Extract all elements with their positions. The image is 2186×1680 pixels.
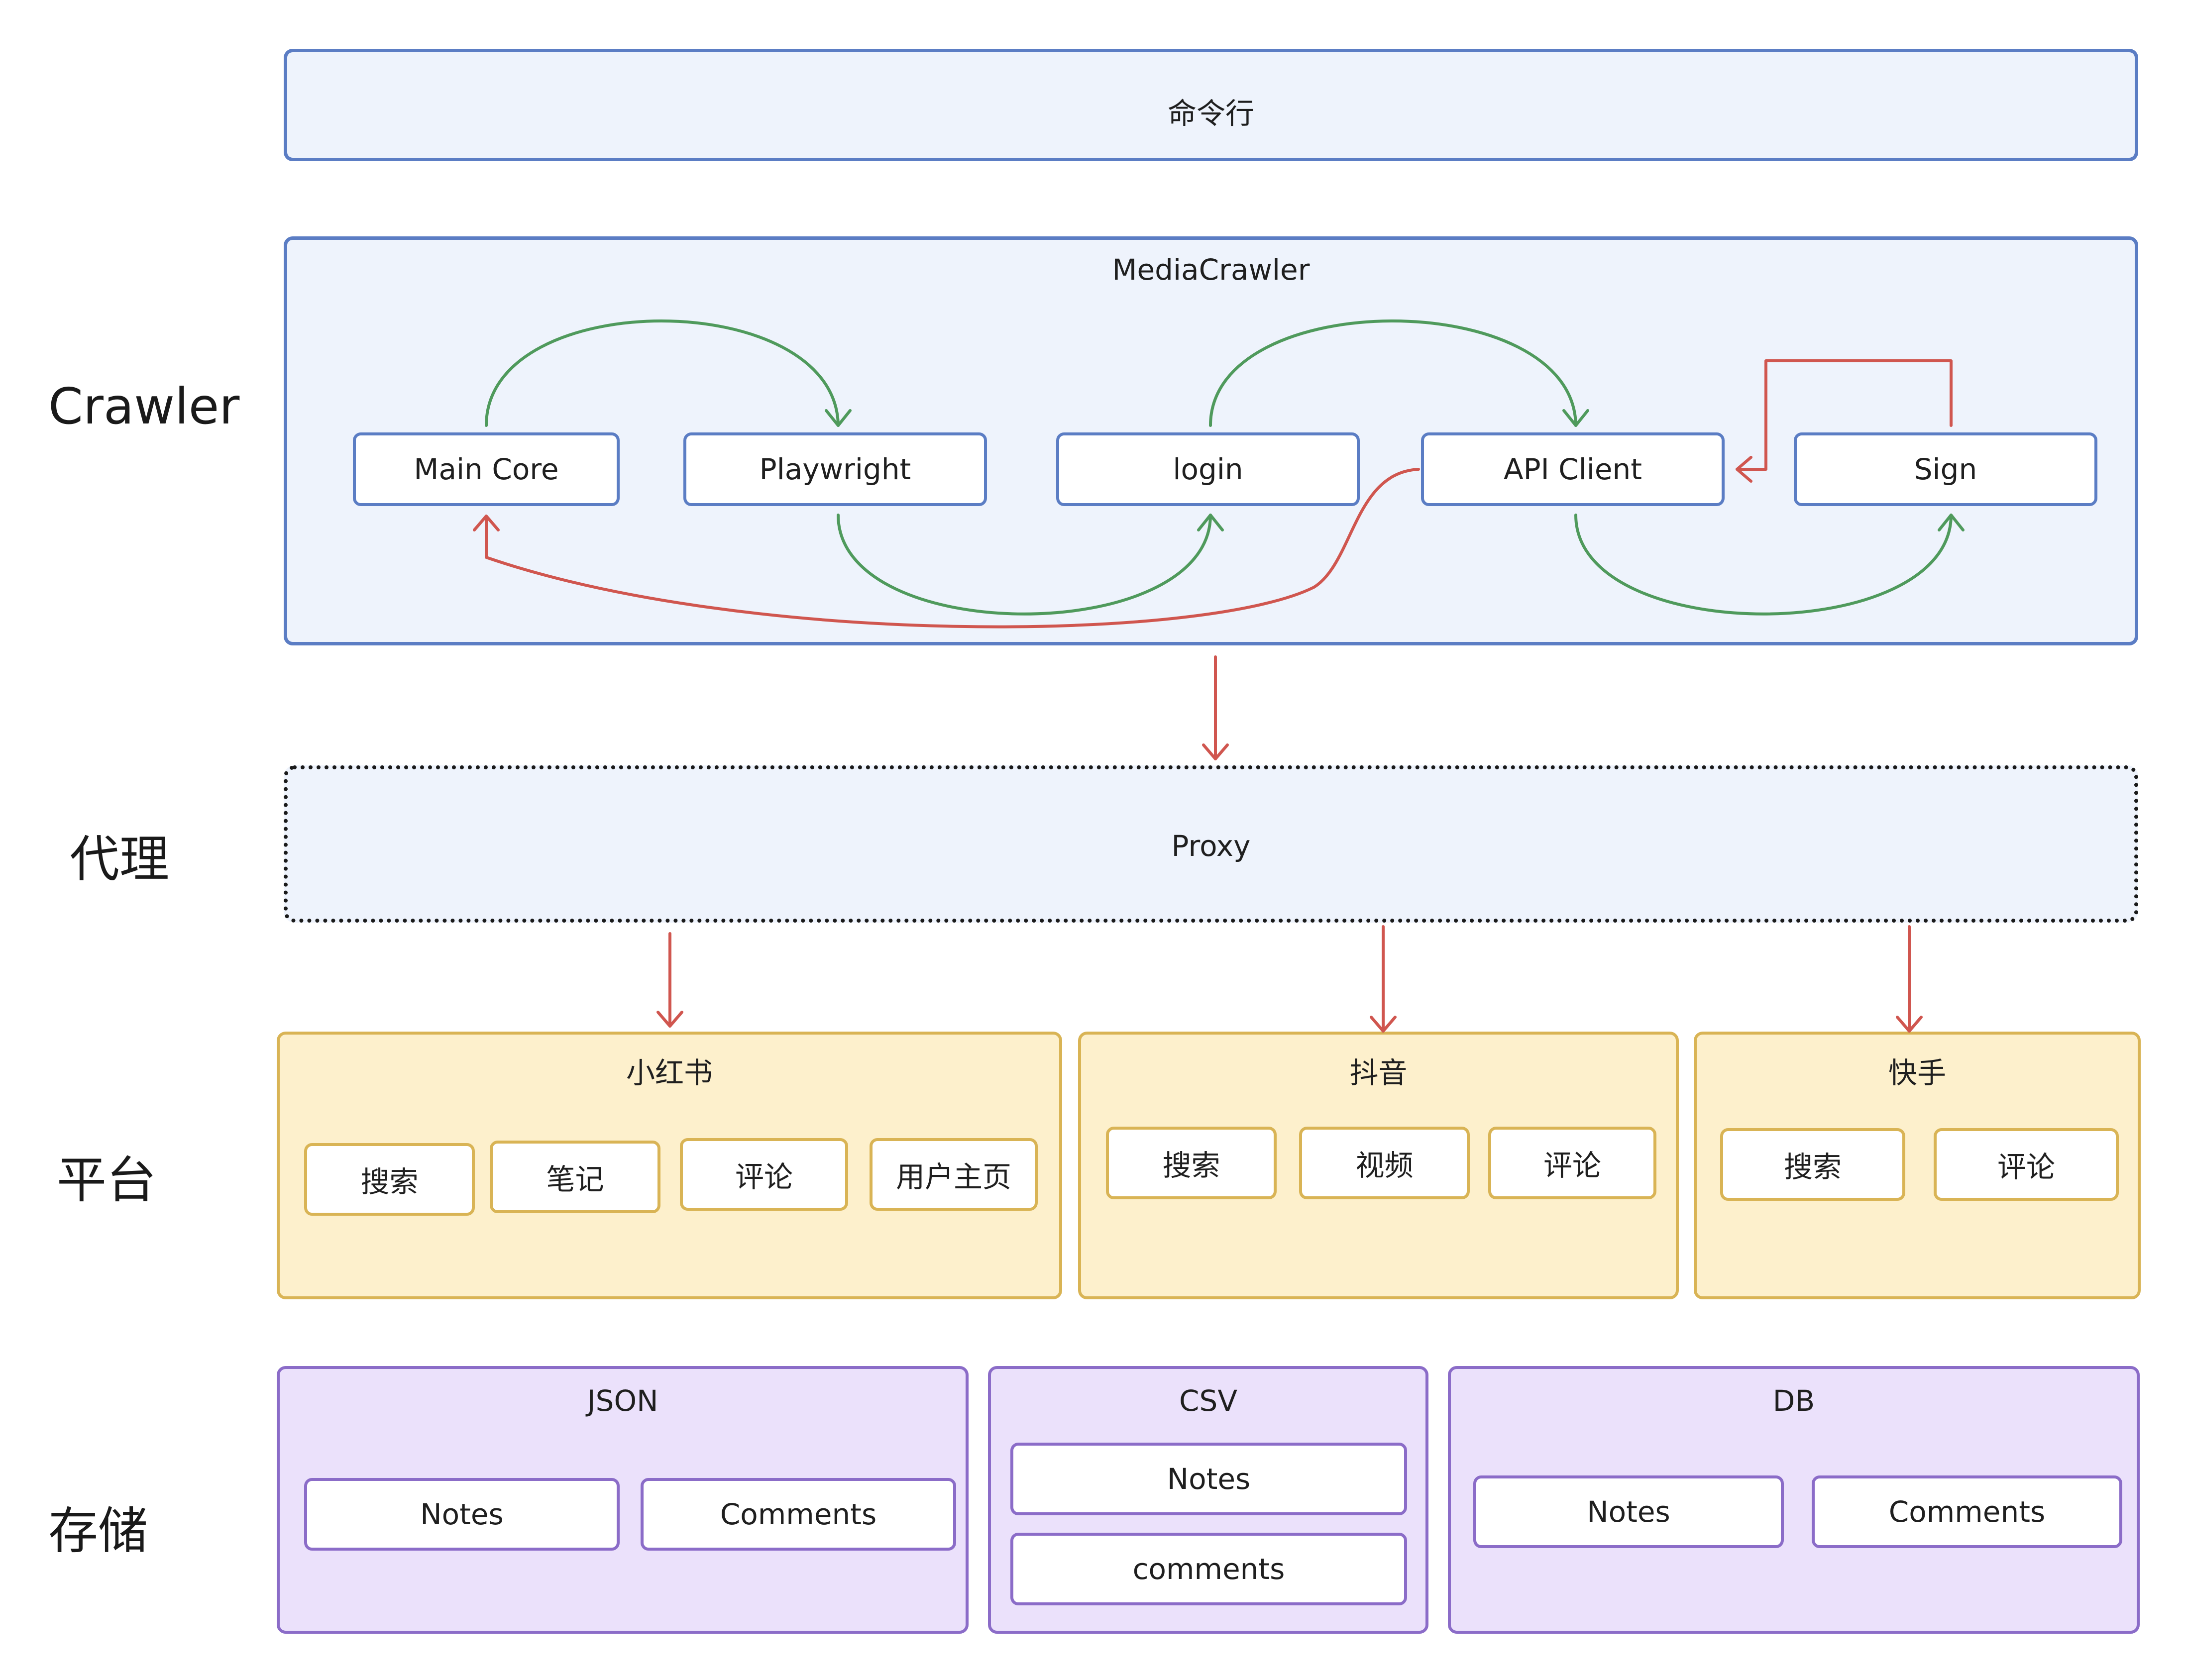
side-label-proxy: 代理 bbox=[70, 830, 169, 888]
arrowhead-douyin bbox=[1370, 1016, 1397, 1033]
platform-xhs-title: 小红书 bbox=[626, 1056, 713, 1090]
arrowhead-proxy bbox=[1202, 743, 1229, 760]
cli-box: 命令行 bbox=[284, 49, 2138, 161]
side-label-platform: 平台 bbox=[57, 1151, 156, 1209]
xhs-item-comments: 评论 bbox=[680, 1138, 848, 1211]
storage-json-title: JSON bbox=[587, 1384, 658, 1418]
kuaishou-item-comments: 评论 bbox=[1934, 1128, 2119, 1201]
proxy-label: Proxy bbox=[1171, 829, 1251, 863]
douyin-item-search: 搜索 bbox=[1106, 1127, 1277, 1199]
platform-douyin-title: 抖音 bbox=[1349, 1056, 1408, 1090]
storage-db-title: DB bbox=[1772, 1384, 1815, 1418]
cli-label: 命令行 bbox=[1167, 97, 1254, 130]
login-node: login bbox=[1056, 432, 1360, 506]
arrowhead-xhs bbox=[656, 1011, 683, 1028]
mediacrawler-title: MediaCrawler bbox=[1112, 253, 1310, 287]
xhs-item-search: 搜索 bbox=[304, 1143, 475, 1216]
json-item-notes: Notes bbox=[304, 1478, 620, 1551]
storage-csv-title: CSV bbox=[1179, 1384, 1237, 1418]
platform-kuaishou-title: 快手 bbox=[1888, 1056, 1946, 1090]
playwright-node: Playwright bbox=[683, 432, 987, 506]
kuaishou-item-search: 搜索 bbox=[1720, 1128, 1905, 1201]
side-label-storage: 存储 bbox=[48, 1502, 148, 1560]
db-item-comments: Comments bbox=[1812, 1475, 2122, 1548]
db-item-notes: Notes bbox=[1473, 1475, 1784, 1548]
side-label-crawler: Crawler bbox=[48, 377, 240, 435]
csv-item-notes: Notes bbox=[1010, 1443, 1407, 1515]
sign-node: Sign bbox=[1794, 432, 2097, 506]
arrowhead-kuaishou bbox=[1896, 1016, 1923, 1033]
xhs-item-notes: 笔记 bbox=[490, 1141, 660, 1213]
main-core-node: Main Core bbox=[353, 432, 620, 506]
json-item-comments: Comments bbox=[641, 1478, 956, 1551]
xhs-item-user-home: 用户主页 bbox=[870, 1138, 1038, 1211]
csv-item-comments: comments bbox=[1010, 1533, 1407, 1605]
proxy-box: Proxy bbox=[284, 765, 2138, 923]
douyin-item-video: 视频 bbox=[1299, 1127, 1470, 1199]
api-client-node: API Client bbox=[1421, 432, 1725, 506]
douyin-item-comments: 评论 bbox=[1488, 1127, 1656, 1199]
